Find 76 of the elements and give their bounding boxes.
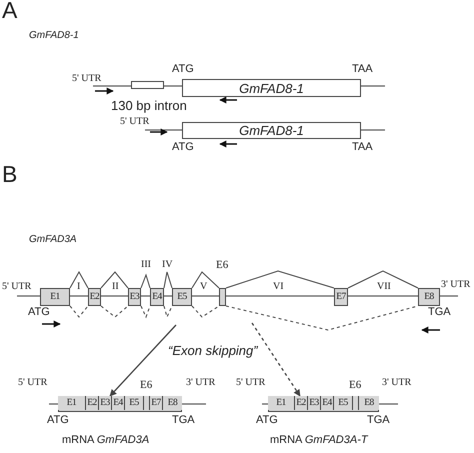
splice-line (100, 306, 128, 318)
exon-box: E4 (321, 396, 334, 410)
exon-box: E5 (334, 396, 353, 410)
splice-line (348, 270, 418, 288)
codon-label: TAA (352, 141, 373, 154)
mrna-bar (58, 396, 182, 412)
edge-label: I (77, 281, 80, 292)
edge-label: VII (377, 281, 391, 292)
exon-box: E1 (268, 396, 295, 410)
exon-box: E3 (128, 288, 141, 306)
intron-label: 130 bp intron (111, 99, 187, 114)
exon-label: E6 (349, 379, 362, 392)
exon-box: E4 (112, 396, 125, 410)
exon-box: E4 (150, 288, 164, 306)
exon-box: E3 (99, 396, 112, 410)
mrna-bar (268, 396, 379, 412)
codon-label: ATG (172, 141, 194, 154)
exon-box: E2 (88, 288, 101, 306)
codon-label: TAA (352, 63, 373, 76)
mrna-caption: mRNA GmFAD3A-T (270, 434, 368, 446)
exon-box (219, 288, 226, 306)
exon-box: E7 (150, 396, 163, 410)
edge-label: II (112, 281, 119, 292)
splice-line (100, 271, 128, 288)
utr-label: 3' UTR (186, 377, 216, 388)
exon-box: E5 (172, 288, 192, 306)
utr-label: 3' UTR (382, 377, 412, 388)
exon-box (353, 396, 359, 410)
mrna-caption: mRNA GmFAD3A (62, 434, 150, 446)
edge-label: III (141, 259, 151, 270)
utr-label: 5' UTR (2, 281, 32, 292)
panel-letter: A (2, 0, 18, 24)
codon-label: ATG (28, 306, 50, 318)
codon-label: TGA (428, 306, 451, 318)
codon-label: TGA (172, 414, 195, 426)
edge-label: VI (273, 281, 284, 292)
annotation: “Exon skipping” (168, 344, 258, 358)
splice-line (192, 306, 220, 318)
exon-box: E8 (418, 288, 440, 306)
exon-label: E6 (216, 259, 228, 272)
gene-title: GmFAD8-1 (29, 30, 79, 41)
exon-box: E2 (86, 396, 99, 410)
exon-box: E3 (308, 396, 321, 410)
utr-label: 3' UTR (441, 279, 470, 290)
gene-title: GmFAD3A (29, 234, 77, 245)
splice-line (164, 306, 172, 318)
splice-line (140, 273, 150, 288)
splice-line (140, 306, 150, 318)
utr-label: 5' UTR (236, 377, 266, 388)
exon-box: E7 (334, 288, 348, 306)
splice-line (70, 306, 88, 318)
arrow (251, 322, 301, 397)
exon-box: E2 (295, 396, 308, 410)
exon-box: E8 (359, 396, 379, 410)
codon-label: TGA (367, 414, 390, 426)
exon-box: E1 (40, 288, 70, 306)
utr-label: 5' UTR (18, 377, 48, 388)
edge-label: IV (162, 259, 173, 270)
edge-label: V (200, 281, 208, 292)
splice-line (192, 271, 220, 288)
intron-box (131, 81, 164, 89)
codon-label: ATG (172, 63, 194, 76)
codon-label: ATG (256, 414, 278, 426)
splice-line (70, 270, 88, 288)
splice-line (226, 270, 334, 288)
exon-box: E5 (125, 396, 144, 410)
splice-line (164, 272, 172, 288)
arrow (110, 324, 176, 397)
panel-letter: B (2, 162, 18, 188)
exon-box: E1 (58, 396, 86, 410)
utr-label: 5' UTR (120, 116, 150, 127)
utr-label: 5' UTR (72, 73, 102, 84)
exon-box: E8 (163, 396, 182, 410)
codon-label: ATG (47, 414, 69, 426)
exon-box (144, 396, 150, 410)
exon-label: E6 (140, 379, 152, 392)
